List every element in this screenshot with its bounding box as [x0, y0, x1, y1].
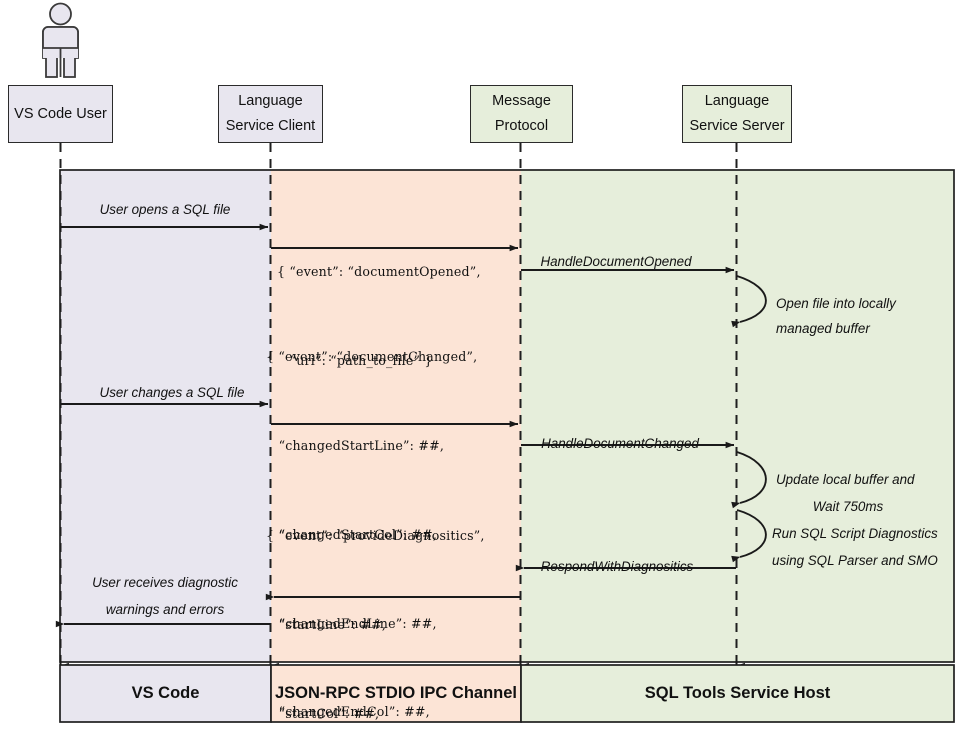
payload-line: { “event”: “documentOpened”, — [277, 264, 481, 280]
zone-label: JSON-RPC STDIO IPC Channel — [274, 684, 518, 702]
payload-line: “changedStartCol”: ##, — [266, 526, 438, 542]
band-ipc-channel — [271, 170, 521, 662]
zone-ipc[interactable]: JSON-RPC STDIO IPC Channel — [271, 665, 521, 722]
payload-document-changed: { “event”: “documentChanged”, “changedSt… — [266, 283, 488, 732]
label-handle-document-opened: HandleDocumentOpened — [540, 254, 692, 269]
payload-line: “startLine”: ##, — [266, 616, 387, 632]
payload-line: “changedEndLine”: ##, — [266, 615, 437, 631]
payload-document-opened: { “event”: “documentOpened”, “uri”: “pat… — [277, 198, 481, 435]
selfloop-run-diagnostics — [731, 509, 767, 563]
participant-label-line2: Service Client — [225, 118, 316, 134]
participant-language-service-server[interactable]: Language Service Server — [682, 85, 792, 143]
participant-vs-code-user[interactable]: VS Code User — [8, 85, 113, 143]
payload-line: “changedEndCol”: ##, — [266, 704, 430, 720]
label-user-receives-diagnostics-line1: User receives diagnostic — [92, 575, 238, 590]
participant-label-line2: Protocol — [494, 118, 549, 134]
label-user-receives-diagnostics-line2: warnings and errors — [105, 602, 225, 617]
payload-line: { “event”: “documentChanged”, — [266, 349, 478, 365]
zone-label: VS Code — [131, 684, 200, 702]
selfloop-update-buffer-wait — [731, 451, 767, 509]
participant-label-line1: Language — [238, 93, 303, 110]
label-user-changes-file: User changes a SQL file — [99, 385, 245, 400]
participant-label-line1: Message — [492, 93, 551, 110]
note-open-file-buffer-line2: managed buffer — [776, 321, 870, 336]
band-vs-code — [60, 170, 271, 662]
note-run-diagnostics-line2: using SQL Parser and SMO — [772, 553, 938, 568]
zone-vs-code[interactable]: VS Code — [60, 665, 271, 722]
participant-language-service-client[interactable]: Language Service Client — [218, 85, 323, 143]
payload-provide-diagnositics: { “event”: “provideDiagnositics”, “start… — [266, 462, 485, 732]
label-handle-document-changed: HandleDocumentChanged — [541, 436, 699, 451]
payload-line: “startCol”: ##, — [266, 705, 380, 721]
label-user-opens-file: User opens a SQL file — [99, 202, 231, 217]
lifelines — [59, 143, 738, 666]
participant-label-line2: Service Server — [689, 118, 785, 134]
person-icon — [42, 2, 79, 78]
payload-line: “changedStartLine”: ##, — [266, 437, 445, 453]
participant-label-line1: Language — [704, 93, 770, 110]
label-respond-with-diagnositics: RespondWithDiagnositics — [540, 559, 694, 574]
payload-line: { “event”: “provideDiagnositics”, — [266, 528, 485, 544]
zone-sql-tools[interactable]: SQL Tools Service Host — [521, 665, 954, 722]
payload-line: “uri”: “path_to_file” } — [277, 352, 433, 368]
note-open-file-buffer-line1: Open file into locally — [776, 296, 896, 311]
selfloop-open-file-buffer — [731, 275, 767, 328]
participant-message-protocol[interactable]: Message Protocol — [470, 85, 573, 143]
participant-label: VS Code User — [14, 105, 107, 122]
zone-label: SQL Tools Service Host — [644, 684, 831, 702]
note-update-buffer-wait-line2: Wait 750ms — [812, 499, 884, 514]
note-update-buffer-wait-line1: Update local buffer and — [776, 472, 915, 487]
note-run-diagnostics-line1: Run SQL Script Diagnostics — [772, 526, 938, 541]
zone-bar — [59, 664, 955, 723]
